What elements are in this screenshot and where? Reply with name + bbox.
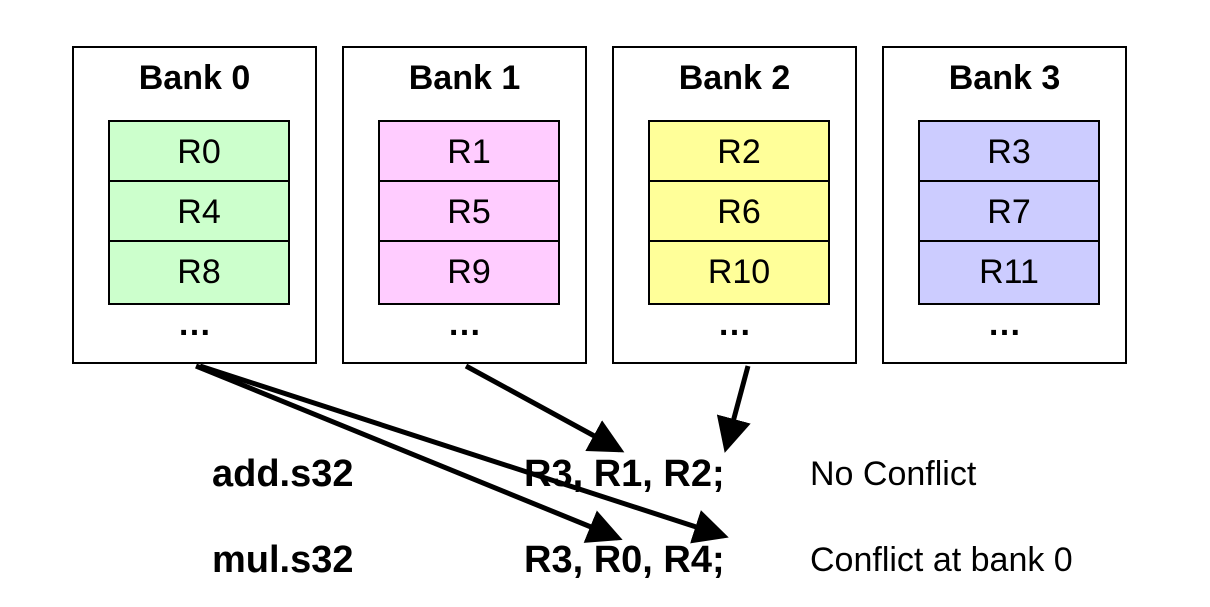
bank-1-ellipsis: … bbox=[447, 305, 482, 343]
register-cell: R1 bbox=[380, 122, 558, 182]
register-cell: R9 bbox=[447, 253, 491, 291]
bank-0-title: Bank 0 bbox=[138, 59, 251, 97]
instruction-1-opcode: add.s32 bbox=[212, 453, 354, 495]
arrow-bank0-to-r0 bbox=[195, 363, 623, 543]
arrow-bank1-to-r1 bbox=[464, 363, 625, 453]
register-cell: R8 bbox=[177, 253, 221, 291]
register-cell: R10 bbox=[707, 253, 771, 291]
register-cell: R5 bbox=[380, 182, 558, 242]
bank-2-registers: R2 R6 R10 bbox=[648, 120, 830, 305]
instruction-1-note: No Conflict bbox=[810, 455, 977, 493]
bank-2 bbox=[612, 46, 857, 364]
register-cell: R11 bbox=[979, 253, 1039, 291]
instruction-2-note: Conflict at bank 0 bbox=[810, 541, 1073, 579]
bank-3-registers: R3 R7 R11 bbox=[918, 120, 1100, 305]
arrow-bank0-to-r4 bbox=[199, 363, 729, 544]
bank-2-ellipsis: … bbox=[717, 305, 752, 343]
bank-1-title: Bank 1 bbox=[408, 59, 521, 97]
bank-1 bbox=[342, 46, 587, 364]
instruction-2-opcode: mul.s32 bbox=[212, 539, 354, 581]
bank-0 bbox=[72, 46, 317, 364]
register-cell: R2 bbox=[650, 122, 828, 182]
bank-3-title: Bank 3 bbox=[948, 59, 1061, 97]
bank-0-registers: R0 R4 R8 bbox=[108, 120, 290, 305]
register-cell: R0 bbox=[110, 122, 288, 182]
instruction-2-operands: R3, R0, R4; bbox=[524, 539, 725, 581]
register-cell: R3 bbox=[920, 122, 1098, 182]
arrow-bank2-to-r2 bbox=[716, 365, 751, 453]
bank-3 bbox=[882, 46, 1127, 364]
bank-3-ellipsis: … bbox=[987, 305, 1022, 343]
register-cell: R7 bbox=[920, 182, 1098, 242]
instruction-1-operands: R3, R1, R2; bbox=[524, 453, 725, 495]
bank-2-title: Bank 2 bbox=[678, 59, 791, 97]
bank-0-ellipsis: … bbox=[177, 305, 212, 343]
bank-1-registers: R1 R5 R9 bbox=[378, 120, 560, 305]
register-cell: R6 bbox=[650, 182, 828, 242]
register-cell: R4 bbox=[110, 182, 288, 242]
